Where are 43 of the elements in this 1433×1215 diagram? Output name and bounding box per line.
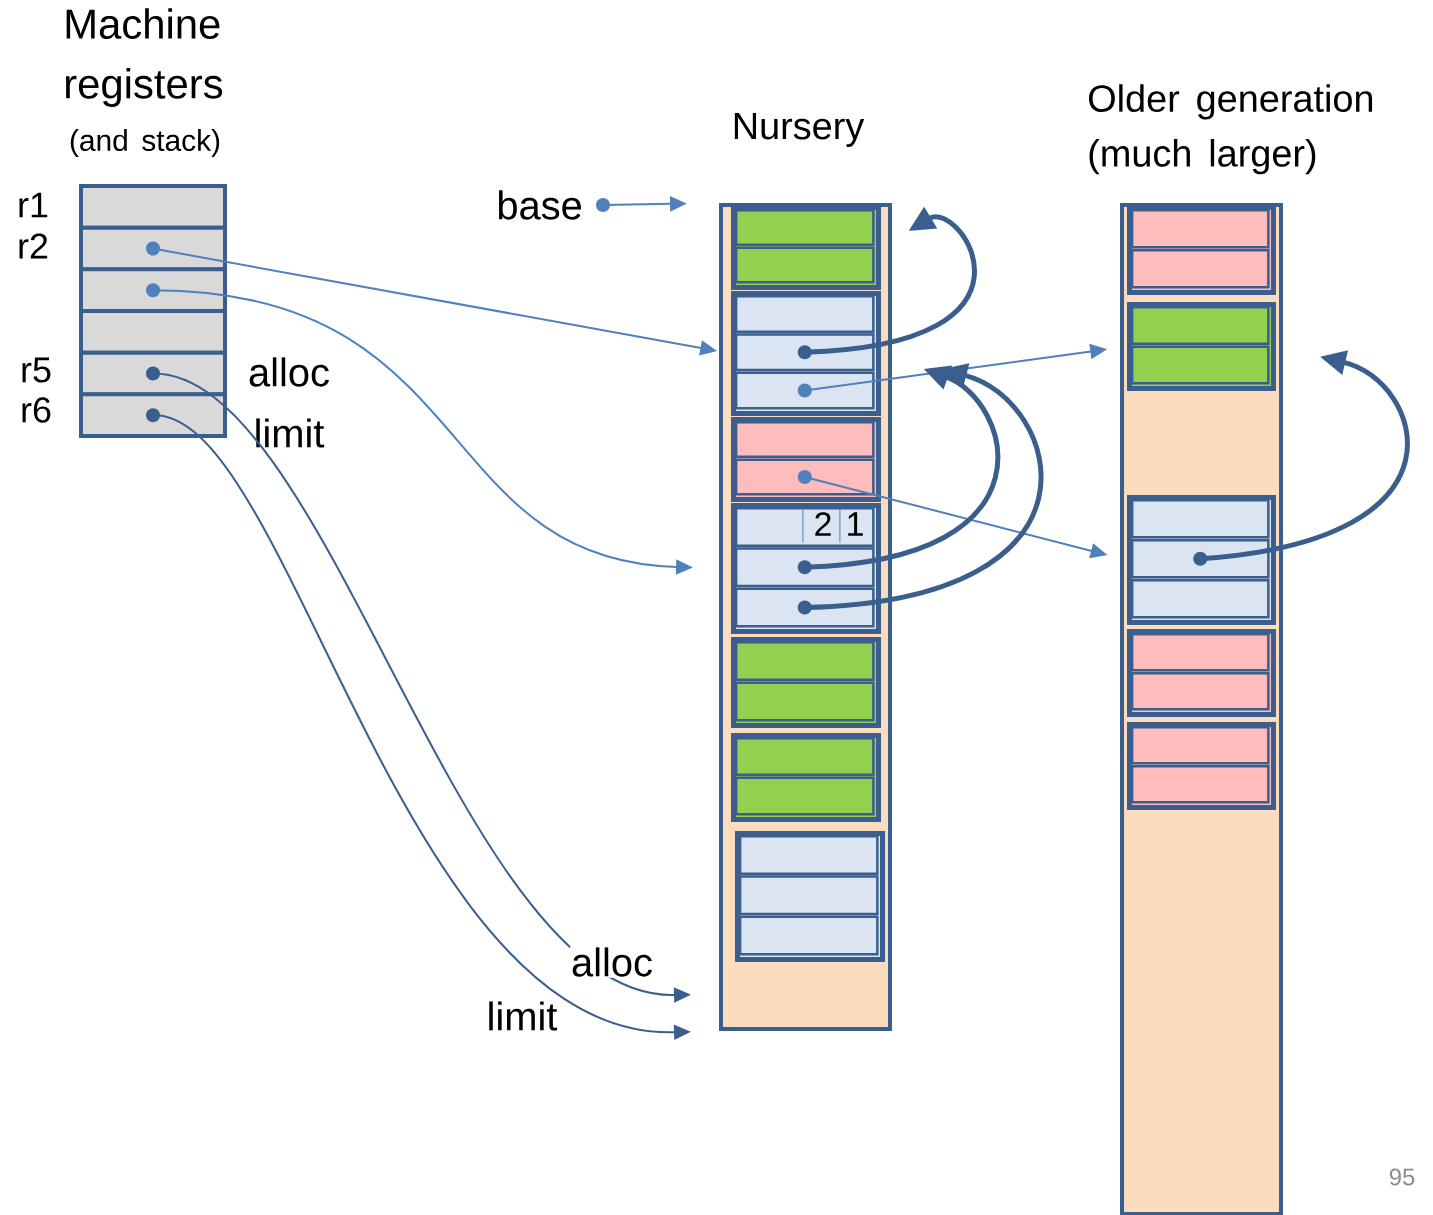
field-box <box>734 640 875 682</box>
column-heading: Older generation (much larger) <box>1089 84 1373 175</box>
digit: 1 <box>848 512 863 536</box>
field-box <box>738 915 879 956</box>
field-box <box>734 587 875 628</box>
field-box <box>738 875 879 916</box>
field-box <box>1130 248 1270 289</box>
register-name: r6 <box>22 397 51 423</box>
field-box <box>1130 305 1270 346</box>
field-box <box>1130 538 1270 579</box>
field-box <box>734 776 875 816</box>
edge-label: limit <box>485 1000 559 1032</box>
pointer-name: limit <box>256 418 325 448</box>
field-box <box>734 736 875 777</box>
field-box <box>1130 725 1270 765</box>
register-name: r1 <box>19 192 48 218</box>
pointer-name: base <box>498 190 581 220</box>
field-box <box>734 420 875 459</box>
edge-label: alloc <box>570 946 654 978</box>
register-name: r2 <box>19 233 48 259</box>
field-box <box>734 208 875 247</box>
field-box <box>1130 632 1270 672</box>
register-name: r5 <box>22 357 51 383</box>
field-box <box>734 458 875 496</box>
field-box <box>734 333 875 372</box>
field-box <box>734 294 875 333</box>
field-box <box>1130 208 1270 249</box>
digit: 2 <box>815 512 831 536</box>
field-box <box>734 681 875 722</box>
field-box <box>738 834 879 875</box>
field-box <box>1130 764 1270 804</box>
field-box <box>1130 498 1270 539</box>
pointer-name: alloc <box>249 357 329 387</box>
column-heading: Nursery <box>734 113 865 147</box>
field-box <box>734 547 875 588</box>
column-heading: (and stack) <box>70 129 220 157</box>
column-heading: Machine registers <box>66 8 223 107</box>
field-box <box>1130 345 1270 385</box>
page-number: 95 <box>1389 1168 1415 1186</box>
field-box <box>734 246 875 284</box>
field-box <box>1130 578 1270 619</box>
field-box <box>1130 671 1270 711</box>
field-box <box>734 371 875 410</box>
